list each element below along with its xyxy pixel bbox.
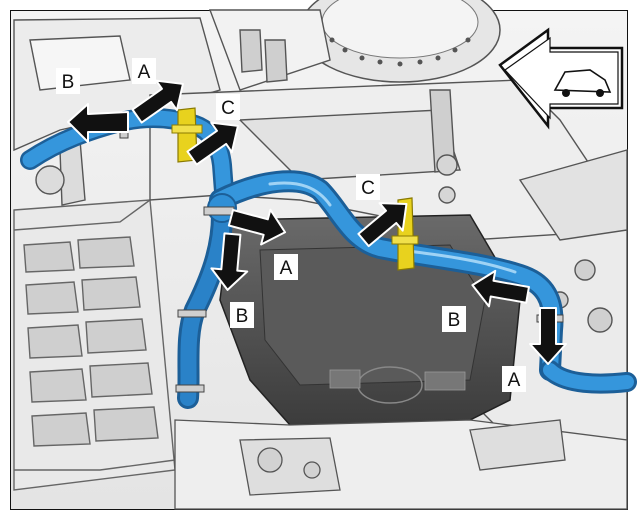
arrow-icon	[210, 232, 249, 291]
callout-a2: A	[274, 254, 298, 280]
arrow-icon	[227, 208, 287, 246]
arrow-icon	[67, 103, 129, 143]
svg-text:C: C	[361, 178, 375, 199]
upper-left-components	[13, 9, 331, 206]
brake-disc	[299, 0, 501, 83]
lower-structure	[174, 419, 628, 510]
arrow-icon	[529, 307, 567, 365]
svg-text:A: A	[508, 370, 521, 391]
callout-labels: B A C C A B B A	[56, 58, 526, 392]
svg-text:B: B	[448, 310, 461, 331]
svg-text:B: B	[62, 72, 75, 93]
svg-text:A: A	[280, 258, 293, 279]
arrow-icon	[186, 121, 239, 166]
svg-text:A: A	[138, 62, 151, 83]
svg-text:B: B	[236, 306, 249, 327]
callout-c2: C	[356, 174, 380, 200]
callout-c1: C	[216, 94, 240, 120]
callout-b2: B	[230, 302, 254, 328]
callout-b3: B	[442, 306, 466, 332]
crossmember	[149, 79, 601, 251]
svg-text:C: C	[221, 98, 235, 119]
arrow-icon	[131, 79, 184, 124]
arrow-icon	[357, 202, 408, 248]
callout-b1: B	[56, 68, 80, 94]
subframe-left	[13, 199, 176, 491]
callout-a1: A	[132, 58, 156, 84]
arrow-icon	[471, 269, 530, 308]
vehicle-front-direction-icon	[498, 27, 624, 130]
callout-arrows	[67, 79, 567, 365]
callout-a3: A	[502, 366, 526, 392]
